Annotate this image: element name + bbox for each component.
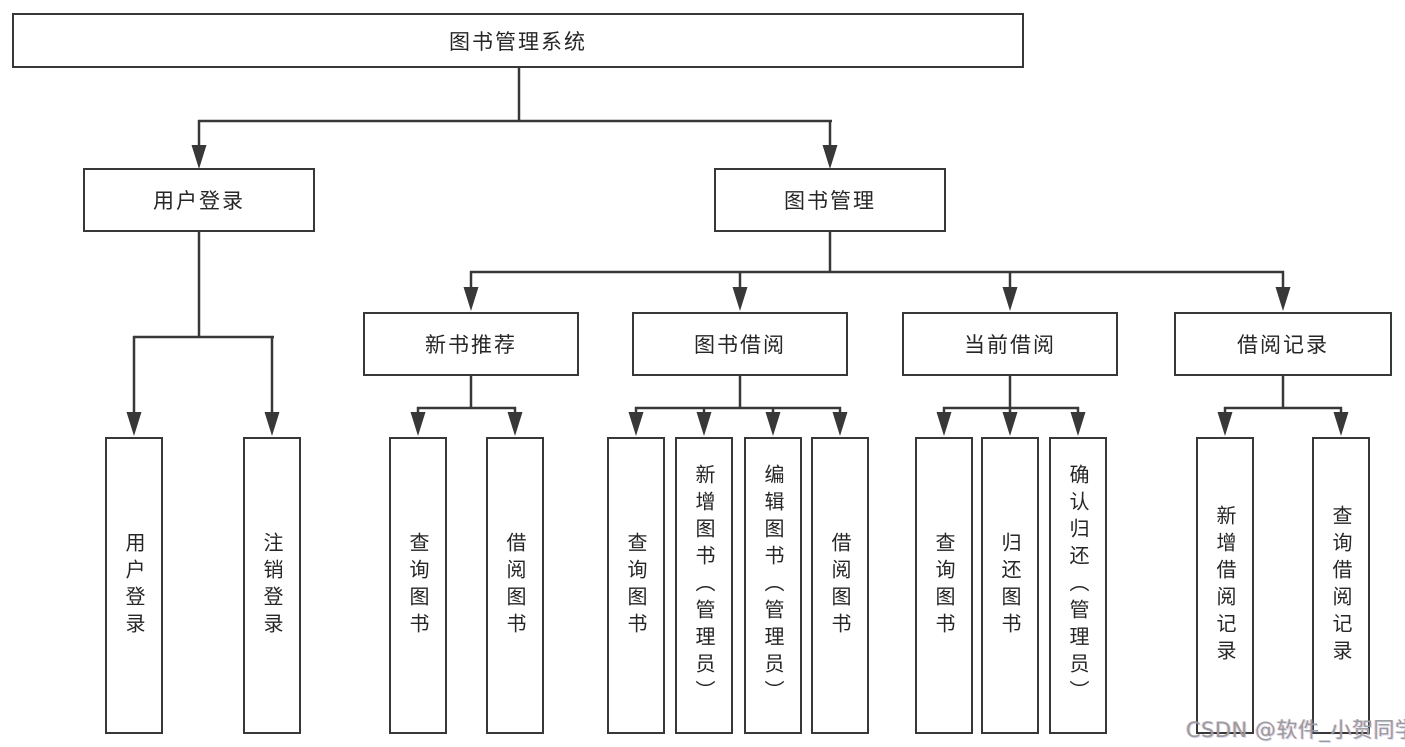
leaf-query-borrow-record: 查询借阅记录: [1312, 437, 1370, 734]
leaf-query-books-recommend: 查询图书: [389, 437, 447, 734]
leaf-label: 新增借阅记录: [1213, 504, 1237, 667]
node-label: 图书借阅: [694, 333, 786, 357]
node-borrowing-records: 借阅记录: [1174, 312, 1392, 376]
node-label: 借阅记录: [1237, 333, 1329, 357]
node-library-management-system: 图书管理系统: [12, 13, 1024, 68]
node-new-book-recommend: 新书推荐: [363, 312, 579, 376]
leaf-return-book: 归还图书: [981, 437, 1039, 734]
node-label: 图书管理系统: [449, 29, 587, 54]
leaf-label: 新增图书（管理员）: [692, 464, 716, 707]
leaf-label: 查询图书: [624, 531, 648, 640]
leaf-logout: 注销登录: [243, 437, 301, 734]
leaf-query-books-current: 查询图书: [915, 437, 973, 734]
leaf-label: 借阅图书: [503, 531, 527, 640]
node-current-borrowing: 当前借阅: [902, 312, 1118, 376]
csdn-watermark: CSDN @软件_小贺同学: [1186, 718, 1405, 742]
node-book-management: 图书管理: [714, 168, 946, 232]
leaf-label: 查询图书: [406, 531, 430, 640]
node-book-borrowing: 图书借阅: [632, 312, 848, 376]
leaf-label: 查询图书: [932, 531, 956, 640]
leaf-edit-book-admin: 编辑图书（管理员）: [744, 437, 802, 734]
node-label: 图书管理: [784, 189, 876, 213]
node-label: 用户登录: [153, 189, 245, 213]
leaf-borrow-books: 借阅图书: [811, 437, 869, 734]
leaf-confirm-return-admin: 确认归还（管理员）: [1049, 437, 1107, 734]
leaf-add-book-admin: 新增图书（管理员）: [675, 437, 733, 734]
leaf-label: 注销登录: [260, 531, 284, 640]
leaf-label: 查询借阅记录: [1329, 504, 1353, 667]
leaf-add-borrow-record: 新增借阅记录: [1196, 437, 1254, 734]
leaf-borrow-books-recommend: 借阅图书: [486, 437, 544, 734]
leaf-label: 编辑图书（管理员）: [761, 464, 785, 707]
leaf-user-login: 用户登录: [105, 437, 163, 734]
node-label: 当前借阅: [964, 333, 1056, 357]
leaf-label: 归还图书: [998, 531, 1022, 640]
node-label: 新书推荐: [425, 333, 517, 357]
leaf-label: 借阅图书: [828, 531, 852, 640]
leaf-label: 确认归还（管理员）: [1066, 464, 1090, 707]
leaf-query-books-borrowing: 查询图书: [607, 437, 665, 734]
node-user-login: 用户登录: [83, 168, 315, 232]
leaf-label: 用户登录: [122, 531, 146, 640]
